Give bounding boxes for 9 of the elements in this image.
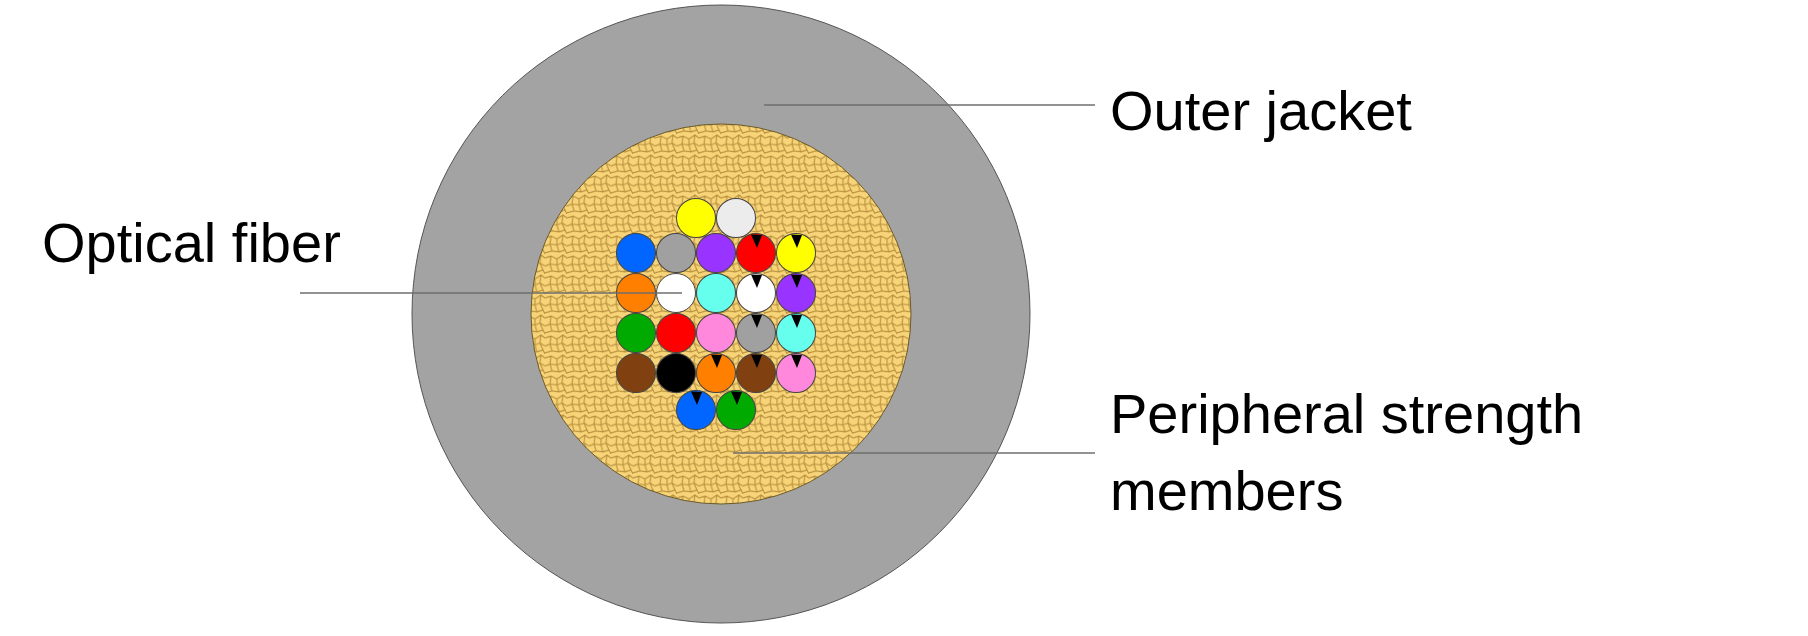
- callout-label: Optical fiber: [42, 204, 462, 281]
- strength-member-layer: [530, 123, 912, 505]
- callout-label: Peripheral strength members: [1110, 375, 1710, 529]
- callout-label: Outer jacket: [1110, 72, 1610, 149]
- cable-jacket: [411, 4, 1031, 624]
- leader-line: [763, 104, 1096, 106]
- leader-line: [732, 452, 1096, 454]
- leader-line: [299, 292, 683, 294]
- optical-fiber: [656, 273, 696, 313]
